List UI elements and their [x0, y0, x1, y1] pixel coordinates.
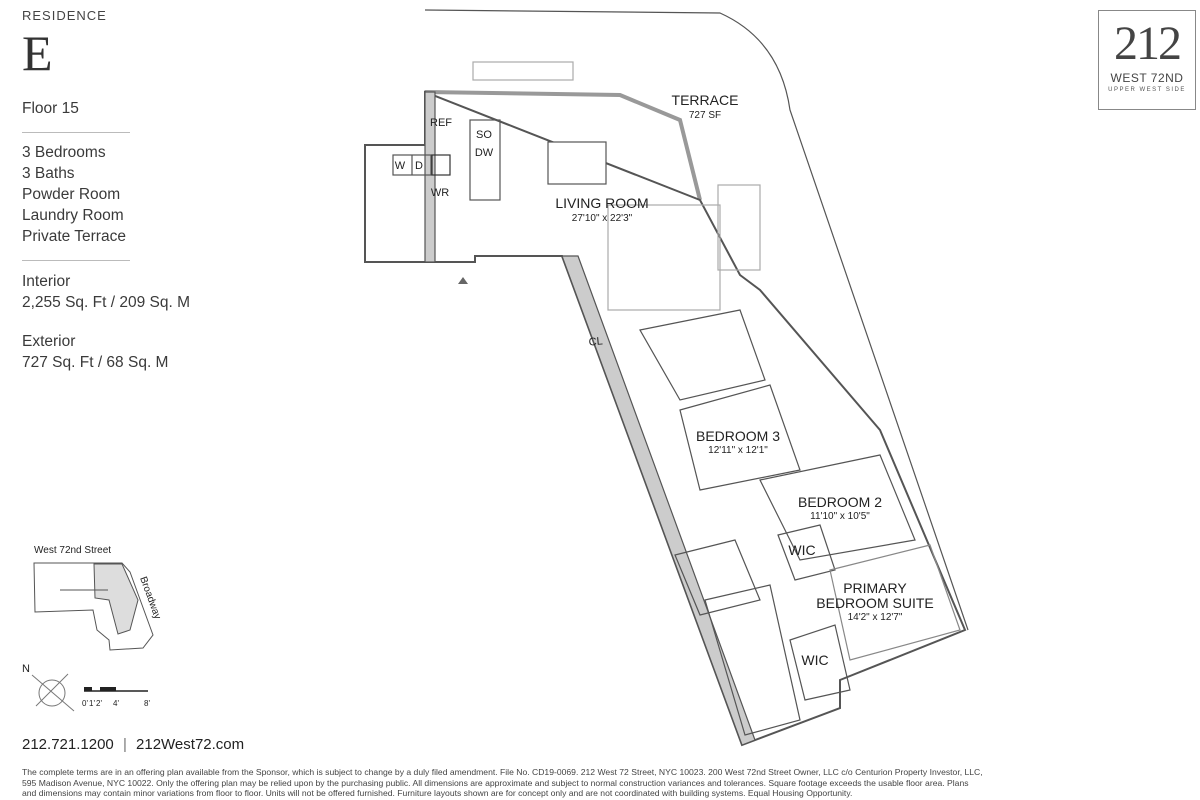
brand-logo: 212 WEST 72ND UPPER WEST SIDE	[1098, 10, 1196, 110]
living-room-name: LIVING ROOM	[555, 195, 648, 211]
residence-label: RESIDENCE	[22, 8, 107, 23]
wic-2	[789, 624, 851, 701]
compass-icon: N	[22, 663, 75, 712]
phone-number[interactable]: 212.721.1200	[22, 736, 114, 753]
feature-item: 3 Bedrooms	[22, 144, 106, 161]
scale-tick: 0'	[82, 699, 88, 708]
interior-label: Interior	[22, 273, 71, 290]
key-plan: West 72nd Street Broadway	[33, 545, 163, 651]
residence-letter: E	[22, 25, 53, 81]
primary-bed	[829, 544, 961, 661]
exterior-value: 727 Sq. Ft / 68 Sq. M	[22, 354, 169, 371]
primary-name: PRIMARY	[843, 580, 907, 596]
bedroom2-name: BEDROOM 2	[798, 494, 882, 510]
website-link[interactable]: 212West72.com	[136, 736, 245, 753]
floor-label: Floor 15	[22, 100, 79, 117]
scale-tick: 4'	[113, 699, 119, 708]
living-room-size: 27'10" x 22'3"	[572, 213, 633, 224]
feature-item: Powder Room	[22, 186, 121, 203]
exterior-label: Exterior	[22, 333, 76, 350]
key-plan-site	[33, 562, 154, 651]
terrace-size: 727 SF	[689, 110, 721, 121]
wic-1	[777, 524, 836, 581]
closet-label: CL	[588, 335, 603, 348]
primary-name: BEDROOM SUITE	[816, 595, 933, 611]
room-labels: TERRACE 727 SF LIVING ROOM 27'10" x 22'3…	[395, 92, 934, 668]
contact-info: 212.721.1200 | 212West72.com	[22, 736, 244, 753]
kitchen-wall	[424, 91, 436, 263]
terrace-wall	[424, 90, 702, 201]
exterior-wall	[561, 255, 756, 746]
wr-label: WR	[431, 187, 449, 199]
interior-value: 2,255 Sq. Ft / 209 Sq. M	[22, 294, 191, 311]
bath-primary	[704, 584, 801, 736]
feature-item: Private Terrace	[22, 228, 126, 245]
divider	[22, 260, 130, 261]
so-label: SO	[476, 129, 492, 141]
unit-outline	[364, 90, 967, 747]
logo-number: 212	[1114, 17, 1182, 70]
logo-name: WEST 72ND	[1110, 71, 1184, 85]
ref-label: REF	[430, 117, 452, 129]
disclaimer-line: The complete terms are in an offering pl…	[22, 767, 983, 777]
bath-2	[674, 539, 761, 616]
primary-size: 14'2" x 12'7"	[848, 612, 903, 623]
feature-item: 3 Baths	[22, 165, 75, 182]
separator: |	[122, 736, 127, 753]
disclaimer-line: and dimensions may contain minor variati…	[22, 788, 853, 798]
feature-item: Laundry Room	[22, 207, 124, 224]
scale-tick: 2'	[96, 699, 102, 708]
scale-bar: 0' 1' 2' 4' 8'	[82, 687, 150, 708]
terrace-outline	[424, 9, 969, 631]
key-plan-street-side: Broadway	[137, 575, 163, 621]
disclaimer-line: 595 Madison Avenue, NYC 10022. Only the …	[22, 777, 969, 788]
washer-label: W	[395, 160, 406, 172]
key-plan-street-top: West 72nd Street	[34, 545, 111, 556]
disclaimer: The complete terms are in an offering pl…	[22, 767, 1182, 799]
scale-tick: 8'	[144, 699, 150, 708]
key-plan-unit	[93, 563, 139, 635]
bedroom2-size: 11'10" x 10'5"	[810, 511, 870, 522]
bedroom3-size: 12'11" x 12'1"	[708, 445, 768, 456]
terrace-name: TERRACE	[672, 92, 739, 108]
wic-label: WIC	[801, 652, 828, 668]
bedroom3-name: BEDROOM 3	[696, 428, 780, 444]
bedroom3-walls	[679, 384, 801, 491]
plan-walls	[364, 9, 969, 747]
wic-label: WIC	[788, 542, 815, 558]
divider	[22, 132, 130, 133]
compass-label: N	[22, 663, 30, 675]
logo-tagline: UPPER WEST SIDE	[1108, 87, 1186, 93]
bath-1	[639, 309, 766, 401]
dw-label: DW	[475, 147, 494, 159]
scale-tick: 1'	[89, 699, 95, 708]
feature-list: 3 Bedrooms 3 Baths Powder Room Laundry R…	[22, 142, 126, 247]
dryer-label: D	[415, 160, 423, 172]
entry-arrow-icon	[458, 277, 468, 284]
